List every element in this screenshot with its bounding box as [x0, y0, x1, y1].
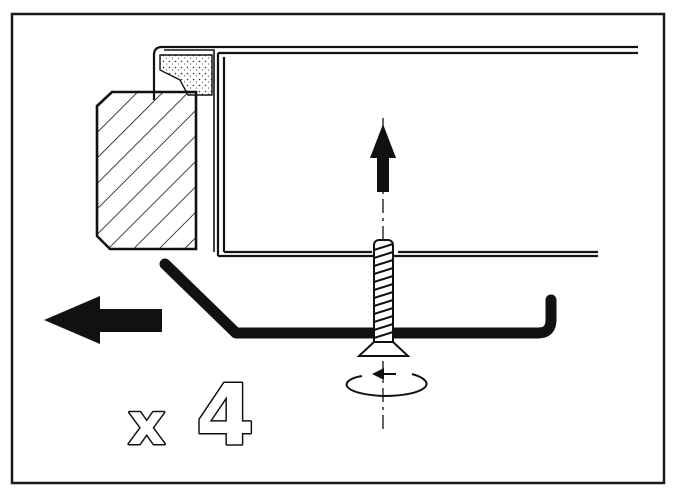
worktop-block: [95, 90, 198, 251]
screw-head: [356, 341, 411, 357]
seal-edge: [164, 49, 215, 252]
quantity-count: 4: [196, 366, 254, 464]
quantity-label: x 4: [127, 365, 256, 466]
arrow-left-icon: [44, 296, 162, 344]
cabinet-top-panel: [152, 45, 638, 258]
quantity-prefix: x: [128, 390, 165, 458]
screw: [356, 239, 411, 357]
arrow-up-icon: [370, 124, 396, 192]
screw-thread: [373, 243, 394, 339]
counter-clockwise-rotation-icon: [345, 368, 428, 398]
mounting-bracket: [159, 258, 557, 339]
